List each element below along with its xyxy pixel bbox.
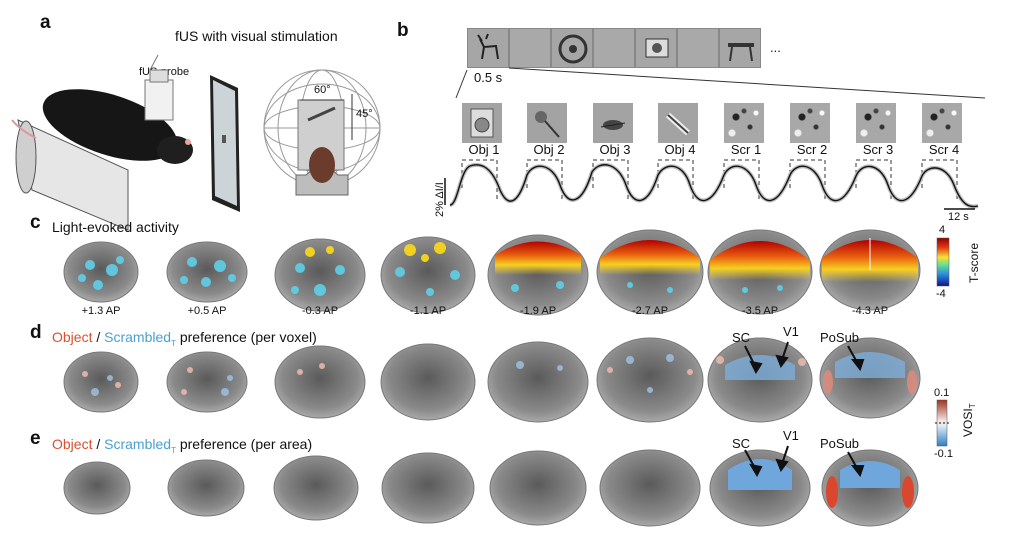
angle-60-label: 60° bbox=[314, 84, 331, 96]
stim-thumb-camera bbox=[635, 28, 677, 68]
panel-a-title: fUS with visual stimulation bbox=[175, 28, 338, 44]
region-label-posub: PoSub bbox=[820, 330, 860, 345]
panel-e-letter: e bbox=[30, 428, 41, 449]
stim-label: Scr 4 bbox=[928, 142, 960, 157]
stim-label: Scr 1 bbox=[730, 142, 762, 157]
region-label-v1: V1 bbox=[783, 324, 799, 339]
stim-label: Scr 3 bbox=[862, 142, 894, 157]
angle-45-label: 45° bbox=[356, 108, 373, 120]
stim-thumb-blank bbox=[677, 28, 719, 68]
panel-b-letter: b bbox=[397, 20, 409, 41]
scrambled-word: Scrambled bbox=[104, 329, 172, 345]
stim-scr-4 bbox=[922, 103, 962, 143]
stim-obj-3 bbox=[593, 103, 633, 143]
ap-label: +0.5 AP bbox=[187, 305, 227, 317]
stim-thumb-deer bbox=[467, 28, 509, 68]
object-word: Object bbox=[52, 436, 93, 452]
stim-label: Obj 4 bbox=[664, 142, 696, 157]
ap-label: -1.1 AP bbox=[409, 305, 447, 317]
stim-obj-4 bbox=[658, 103, 698, 143]
object-word: Object bbox=[52, 329, 93, 345]
tscore-label: T-score bbox=[967, 243, 981, 284]
stim-ellipsis: ... bbox=[770, 40, 781, 55]
panel-a-letter: a bbox=[40, 12, 51, 33]
vosi-label-text: VOSI bbox=[960, 408, 975, 437]
vosi-label-sub: T bbox=[968, 403, 978, 409]
ap-label: -3.5 AP bbox=[741, 305, 779, 317]
stim-scr-1 bbox=[724, 103, 764, 143]
stim-obj-1 bbox=[462, 103, 502, 143]
stim-obj-2 bbox=[527, 103, 567, 143]
scrambled-word: Scrambled bbox=[104, 436, 172, 452]
stim-thumb-table bbox=[719, 28, 761, 68]
title-separator: / bbox=[92, 329, 105, 345]
title-rest: preference (per voxel) bbox=[175, 329, 317, 345]
stim-scr-3 bbox=[856, 103, 896, 143]
title-separator: / bbox=[92, 436, 105, 452]
ap-label: -2.7 AP bbox=[631, 305, 669, 317]
scrambled-subscript: T bbox=[171, 445, 176, 455]
region-label-posub: PoSub bbox=[820, 436, 860, 451]
stim-thumb-blank bbox=[593, 28, 635, 68]
stim-label: Obj 3 bbox=[599, 142, 631, 157]
region-label-sc: SC bbox=[732, 330, 751, 345]
vosi-max: 0.1 bbox=[934, 387, 950, 399]
scalebar-label: 12 s bbox=[948, 211, 969, 223]
panel-c-title: Light-evoked activity bbox=[52, 219, 179, 235]
time-label: 0.5 s bbox=[474, 70, 503, 85]
panel-d-title: Object / ScrambledT preference (per voxe… bbox=[52, 329, 317, 348]
tscore-min: -4 bbox=[936, 288, 946, 300]
stim-scr-2 bbox=[790, 103, 830, 143]
ap-label: -0.3 AP bbox=[301, 305, 339, 317]
panel-d-letter: d bbox=[30, 322, 42, 343]
title-rest: preference (per area) bbox=[175, 436, 313, 452]
ap-label: -4.3 AP bbox=[851, 305, 889, 317]
ap-label: -1.9 AP bbox=[519, 305, 557, 317]
stim-thumb-blank bbox=[509, 28, 551, 68]
region-label-v1: V1 bbox=[783, 428, 799, 443]
region-label-sc: SC bbox=[732, 436, 751, 451]
panel-c-letter: c bbox=[30, 212, 41, 233]
stim-label: Obj 1 bbox=[468, 142, 500, 157]
stim-label: Obj 2 bbox=[533, 142, 565, 157]
vosi-min: -0.1 bbox=[934, 448, 953, 460]
panel-e-title: Object / ScrambledT preference (per area… bbox=[52, 436, 312, 455]
vosi-label: VOSIT bbox=[961, 390, 977, 450]
scrambled-subscript: T bbox=[171, 338, 176, 348]
ap-label: +1.3 AP bbox=[81, 305, 121, 317]
stim-thumb-wheel bbox=[551, 28, 593, 68]
tscore-max: 4 bbox=[939, 224, 946, 236]
stim-label: Scr 2 bbox=[796, 142, 828, 157]
